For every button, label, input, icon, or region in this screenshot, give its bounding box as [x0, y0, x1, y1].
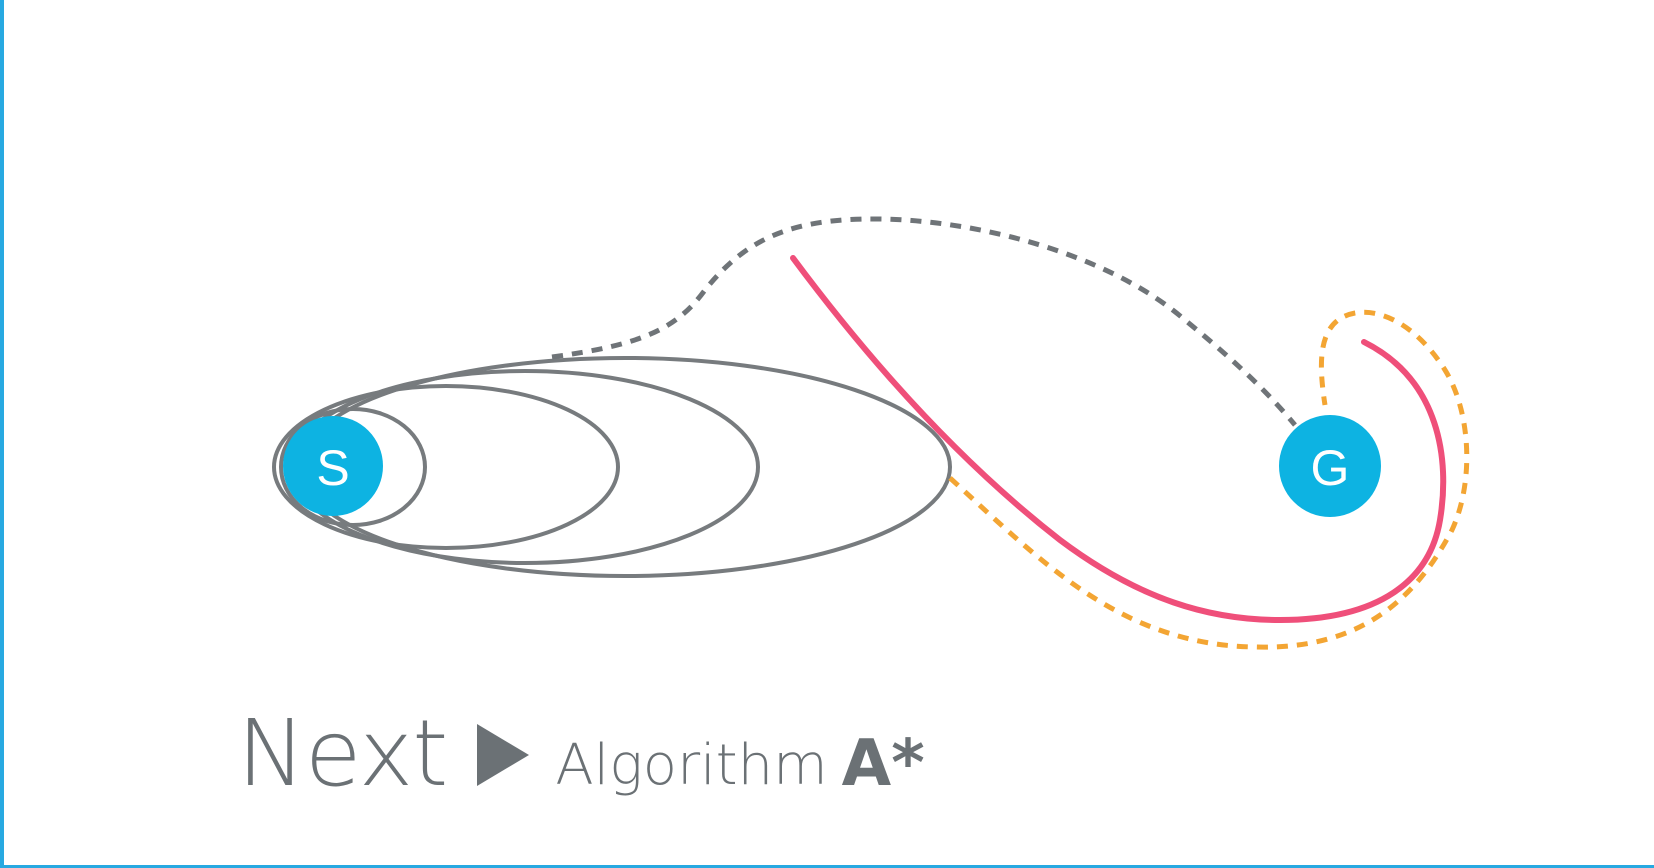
play-triangle-icon: [477, 724, 530, 786]
goal-node-label: G: [1311, 440, 1350, 496]
goal-node-circle: [1279, 415, 1381, 517]
gray-dashed-path: [551, 216, 1297, 427]
bottom-frame-edge: [0, 865, 1654, 868]
search-contour-3: [272, 384, 620, 550]
left-frame-edge: [0, 0, 4, 868]
caption-algorithm-name: A*: [841, 727, 925, 801]
orange-dashed-path: [948, 309, 1470, 650]
caption-next: Next: [237, 700, 448, 807]
start-node-circle: [283, 416, 383, 516]
goal-node: G: [1279, 415, 1381, 517]
search-contour-4: [279, 407, 427, 527]
start-node: S: [283, 416, 383, 516]
caption: Next Algorithm A*: [237, 690, 925, 800]
start-node-label: S: [316, 440, 349, 496]
red-solid-path: [790, 255, 1447, 624]
caption-algorithm: Algorithm: [555, 733, 828, 798]
